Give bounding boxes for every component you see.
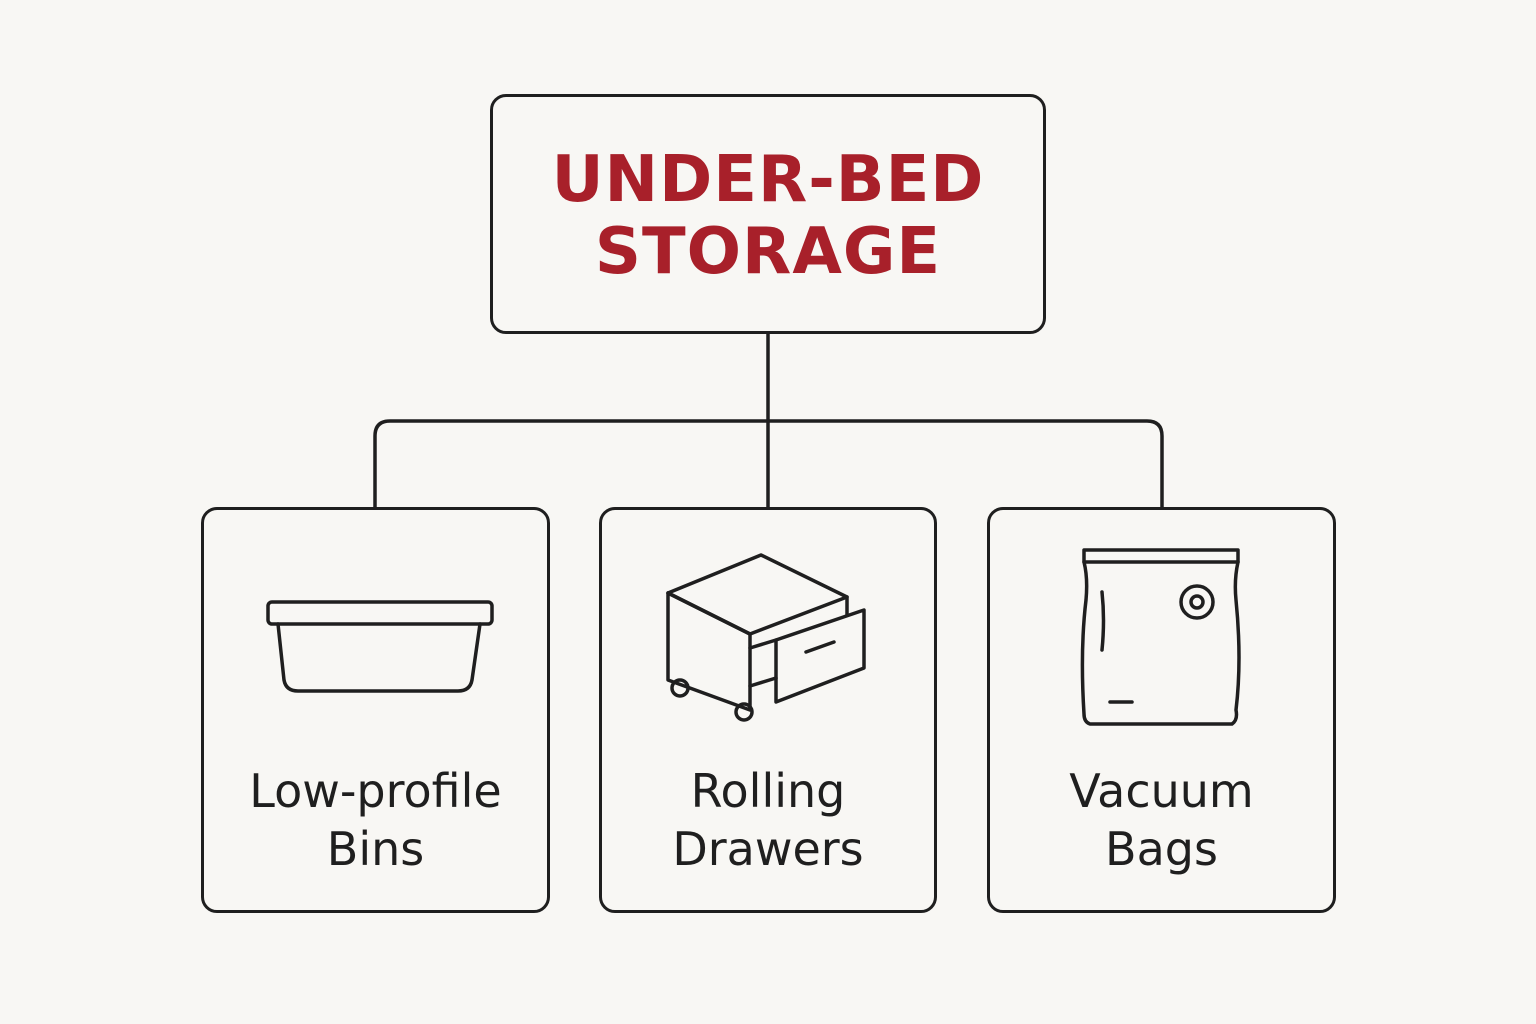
root-title: UNDER-BED STORAGE (552, 144, 985, 288)
child-label-bins-line2: Bins (326, 822, 425, 876)
child-node-drawers: Rolling Drawers (599, 507, 937, 913)
root-title-line1: UNDER-BED (551, 143, 985, 217)
child-label-bins-line1: Low-profile (249, 764, 502, 818)
child-label-bags: Vacuum Bags (990, 762, 1333, 878)
child-label-bins: Low-profile Bins (204, 762, 547, 878)
child-label-drawers-line1: Rolling (690, 764, 846, 818)
child-label-drawers: Rolling Drawers (602, 762, 934, 878)
vacuum-bag-icon (990, 540, 1333, 740)
child-node-bags: Vacuum Bags (987, 507, 1336, 913)
rolling-drawer-icon (602, 540, 934, 740)
connector-horizontal-bar (373, 419, 1164, 509)
child-node-bins: Low-profile Bins (201, 507, 550, 913)
storage-bin-icon (204, 540, 547, 740)
child-label-drawers-line2: Drawers (672, 822, 864, 876)
root-title-line2: STORAGE (594, 215, 942, 289)
child-label-bags-line1: Vacuum (1069, 764, 1254, 818)
child-label-bags-line2: Bags (1105, 822, 1218, 876)
root-node: UNDER-BED STORAGE (490, 94, 1046, 334)
